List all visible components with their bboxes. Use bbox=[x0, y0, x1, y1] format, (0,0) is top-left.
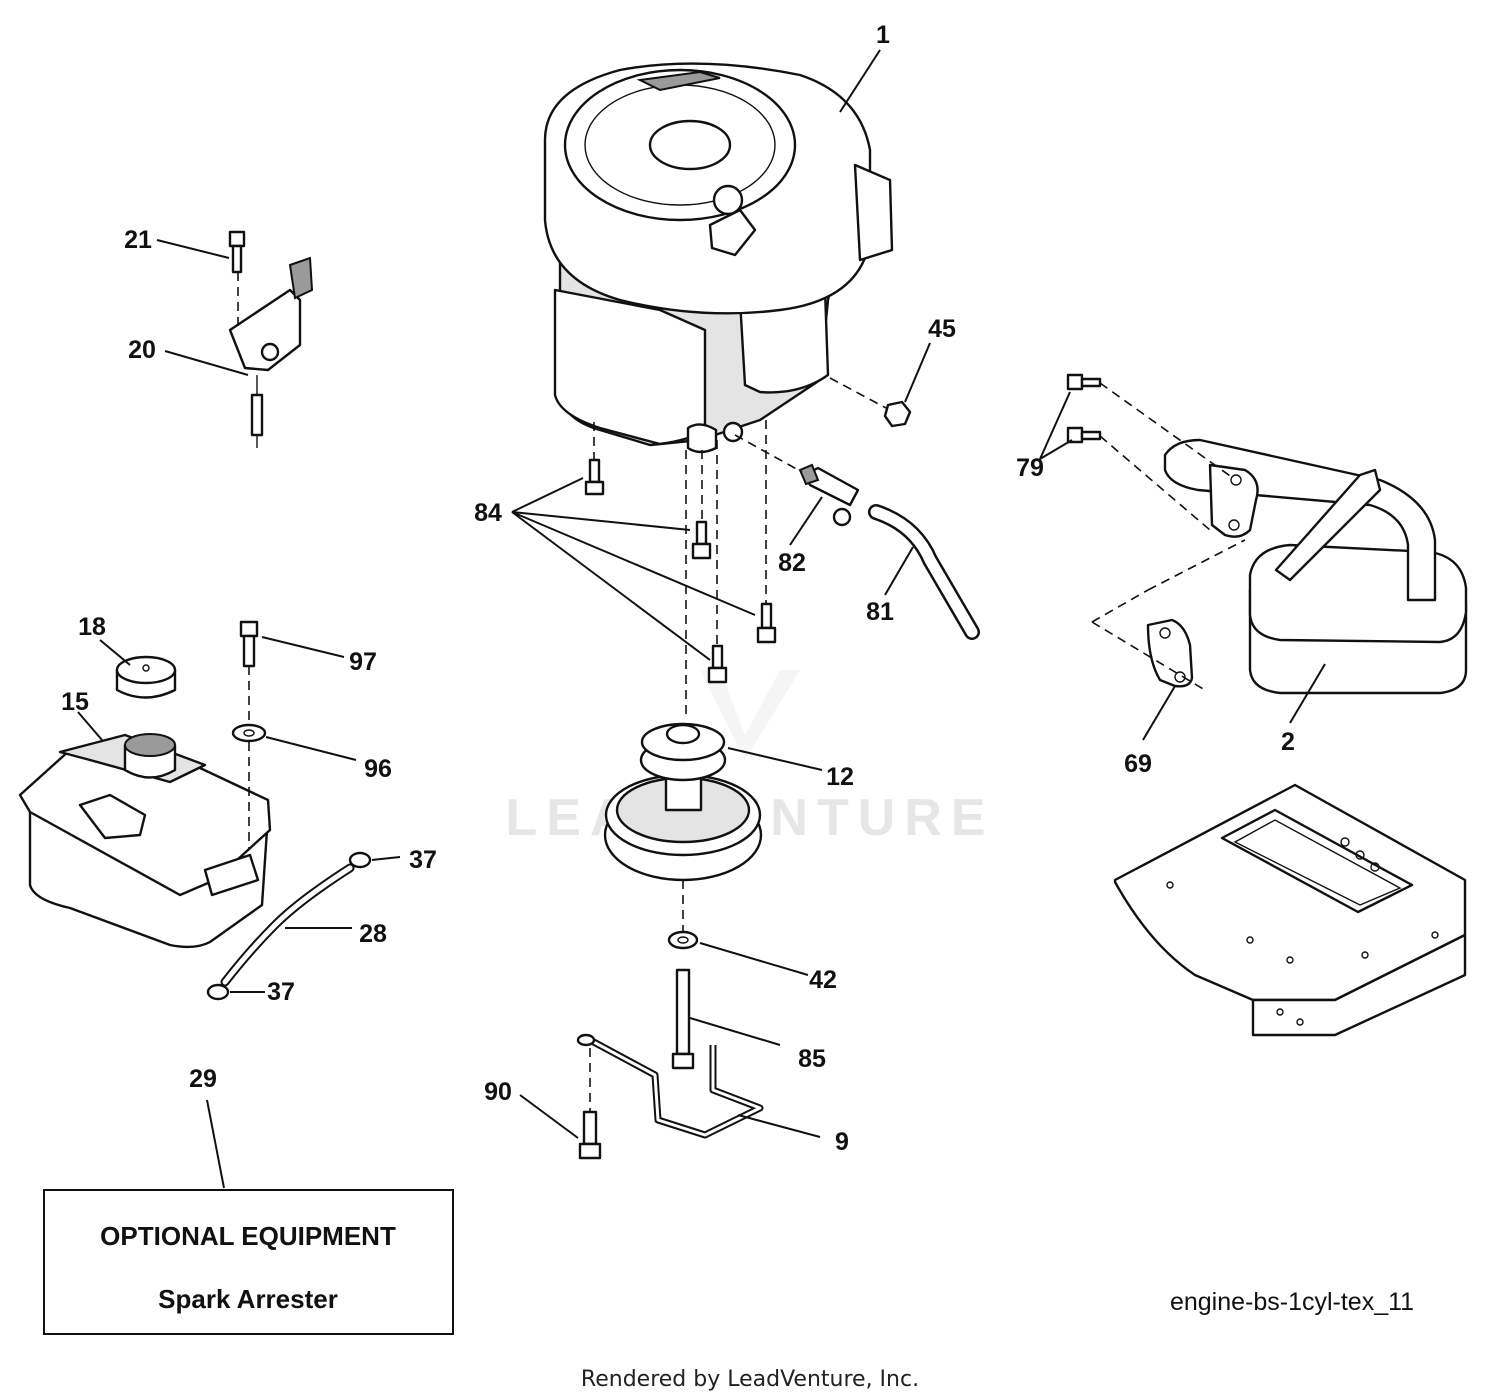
hose-clamp-37-lower-icon bbox=[206, 983, 230, 1001]
bolt-85-icon bbox=[671, 968, 695, 1070]
callout-85: 85 bbox=[798, 1045, 826, 1073]
fuel-filter-82 bbox=[798, 463, 860, 527]
callout-2: 2 bbox=[1281, 728, 1295, 756]
hose-clamp-37-upper-icon bbox=[348, 851, 372, 869]
callout-20: 20 bbox=[128, 336, 156, 364]
engine-pulley-12 bbox=[603, 722, 763, 882]
callout-37-lower: 37 bbox=[267, 978, 295, 1006]
footer-credit: Rendered by LeadVenture, Inc. bbox=[581, 1367, 919, 1392]
callout-1: 1 bbox=[876, 21, 890, 49]
callout-96: 96 bbox=[364, 755, 392, 783]
callout-90: 90 bbox=[484, 1078, 512, 1106]
callout-37-upper: 37 bbox=[409, 846, 437, 874]
washer-96-icon bbox=[231, 723, 267, 743]
bracket-9 bbox=[576, 1033, 764, 1139]
bolt-84-icon bbox=[584, 458, 777, 684]
callout-18: 18 bbox=[78, 613, 106, 641]
screw-21-icon bbox=[228, 230, 246, 274]
callout-9: 9 bbox=[835, 1128, 849, 1156]
washer-42-icon bbox=[667, 930, 699, 950]
callout-69: 69 bbox=[1124, 750, 1152, 778]
callout-45: 45 bbox=[928, 315, 956, 343]
watermark-logo-icon bbox=[700, 670, 800, 760]
callout-84: 84 bbox=[474, 499, 502, 527]
callout-28: 28 bbox=[359, 920, 387, 948]
fuel-tank-15 bbox=[18, 733, 272, 949]
throttle-control-bracket bbox=[228, 256, 314, 448]
muffler-2 bbox=[1163, 438, 1468, 695]
callout-79: 79 bbox=[1016, 454, 1044, 482]
engine-illustration bbox=[543, 62, 894, 454]
engine-mount-plate bbox=[1113, 783, 1467, 1037]
bolt-79-icon bbox=[1066, 373, 1102, 444]
callout-29: 29 bbox=[189, 1065, 217, 1093]
nut-45-icon bbox=[883, 400, 912, 428]
diagram-id: engine-bs-1cyl-tex_11 bbox=[1170, 1288, 1414, 1316]
optional-equipment-box bbox=[43, 1189, 454, 1335]
callout-15: 15 bbox=[61, 688, 89, 716]
callout-21: 21 bbox=[124, 226, 152, 254]
callout-12: 12 bbox=[826, 763, 854, 791]
optional-equipment-title: OPTIONAL EQUIPMENT bbox=[100, 1221, 396, 1251]
callout-97: 97 bbox=[349, 648, 377, 676]
callout-42: 42 bbox=[809, 966, 837, 994]
screw-97-icon bbox=[239, 620, 259, 668]
optional-equipment-subtitle: Spark Arrester bbox=[158, 1284, 338, 1314]
callout-82: 82 bbox=[778, 549, 806, 577]
bolt-90-icon bbox=[578, 1110, 602, 1160]
fuel-cap-18 bbox=[115, 655, 177, 699]
gasket-69-icon bbox=[1146, 618, 1194, 688]
callout-81: 81 bbox=[866, 598, 894, 626]
